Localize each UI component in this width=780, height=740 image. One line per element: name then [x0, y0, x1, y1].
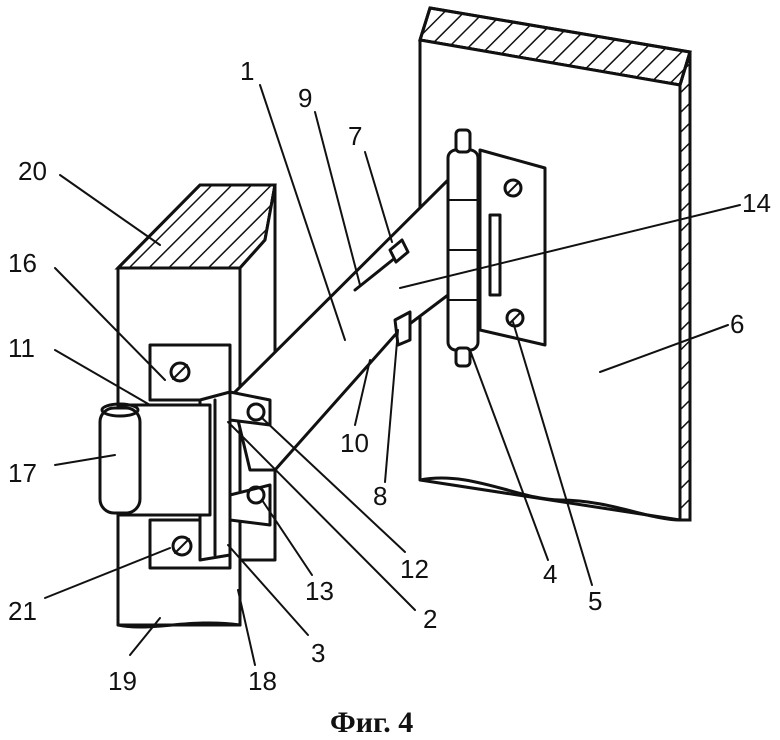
hinge-knuckle-17	[98, 402, 212, 517]
door-hinge-4	[446, 128, 547, 368]
label-7: 7	[348, 121, 362, 151]
label-12: 12	[400, 554, 429, 584]
label-4: 4	[543, 559, 557, 589]
leader-lines	[44, 84, 741, 666]
label-20: 20	[18, 156, 47, 186]
mounting-plate-16	[148, 343, 232, 402]
label-11: 11	[8, 333, 35, 363]
label-14: 14	[742, 188, 771, 218]
label-8: 8	[373, 481, 387, 511]
label-6: 6	[730, 309, 744, 339]
label-21: 21	[8, 596, 37, 626]
label-18: 18	[248, 666, 277, 696]
label-9: 9	[298, 83, 312, 113]
label-13: 13	[305, 576, 334, 606]
label-5: 5	[588, 586, 602, 616]
label-2: 2	[423, 604, 437, 634]
label-19: 19	[108, 666, 137, 696]
label-1: 1	[240, 56, 254, 86]
label-3: 3	[311, 638, 325, 668]
label-16: 16	[8, 248, 37, 278]
label-10: 10	[340, 428, 369, 458]
label-17: 17	[8, 458, 37, 488]
figure-caption: Фиг. 4	[330, 706, 413, 739]
